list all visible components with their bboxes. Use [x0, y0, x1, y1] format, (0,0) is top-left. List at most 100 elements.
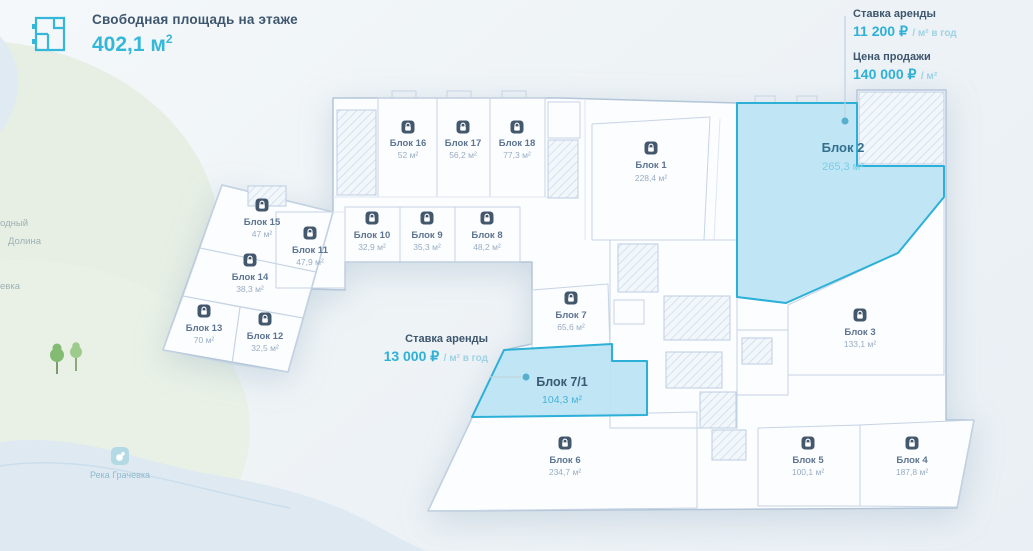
free-area-number: 402,1 м — [92, 33, 166, 56]
block-7-1-region[interactable] — [471, 343, 648, 418]
block-8-name: Блок 8 — [471, 230, 502, 241]
block-4-name: Блок 4 — [896, 455, 928, 466]
block-13-name: Блок 13 — [186, 323, 223, 334]
block-11-region[interactable] — [275, 211, 346, 289]
floorplan-icon — [32, 16, 66, 52]
block-12-area: 32,5 м² — [251, 343, 279, 353]
block-2-region[interactable] — [736, 102, 945, 304]
map-label: одный — [0, 218, 28, 229]
block-16-name: Блок 16 — [390, 138, 427, 149]
block-11-area: 47,9 м² — [296, 257, 324, 267]
lock-icon — [401, 120, 415, 134]
block-labels: Блок 16 52 м² Блок 17 56,2 м² Блок 18 77… — [186, 120, 928, 477]
rent-value: 13 000 ₽ — [383, 348, 440, 364]
rent-label: Ставка аренды — [405, 333, 488, 345]
elevator-shaft-icon — [663, 295, 731, 341]
available-blocks — [471, 102, 945, 418]
lock-icon — [258, 312, 272, 326]
river-icon — [111, 447, 129, 465]
leader-lines — [489, 16, 849, 381]
lock-icon — [255, 198, 269, 212]
block-4-region[interactable] — [859, 419, 975, 508]
block-12-region[interactable] — [231, 306, 304, 373]
rent-label: Ставка аренды — [853, 8, 936, 20]
free-area-value: 402,1 м2 — [92, 32, 298, 57]
sale-value-row: 140 000 ₽ / м² — [853, 66, 957, 84]
header: Свободная площадь на этаже 402,1 м2 — [28, 12, 298, 57]
block-18-area: 77,3 м² — [503, 150, 531, 160]
block-5-area: 100,1 м² — [792, 467, 824, 477]
elevator-shaft-icon — [741, 337, 773, 365]
rent-value-row: 11 200 ₽ / м² в год — [853, 23, 957, 41]
block-18-name: Блок 18 — [499, 138, 536, 149]
block-13-area: 70 м² — [194, 335, 215, 345]
lock-icon — [420, 211, 434, 225]
core-room — [613, 299, 645, 325]
block-2-area: 265,3 м² — [822, 161, 864, 173]
lock-icon — [243, 253, 257, 267]
block-7-1-name: Блок 7/1 — [536, 375, 588, 389]
lock-icon — [644, 141, 658, 155]
river-shape — [0, 36, 19, 132]
sale-unit: / м² — [920, 71, 938, 82]
block-2-name: Блок 2 — [822, 140, 865, 155]
lock-icon — [197, 304, 211, 318]
block-11-name: Блок 11 — [292, 245, 329, 256]
building-details — [247, 90, 945, 461]
block-1-area: 228,4 м² — [635, 173, 667, 183]
block-6-area: 234,7 м² — [549, 467, 581, 477]
block-7-1-callout: Ставка аренды 13 000 ₽ / м² в год — [340, 333, 488, 366]
block-7-1-area: 104,3 м² — [542, 394, 582, 406]
block-7-1-leader-dot — [522, 373, 530, 381]
balcony — [754, 95, 776, 104]
block-2-callout: Ставка аренды 11 200 ₽ / м² в год Цена п… — [853, 8, 957, 84]
river-line — [0, 461, 291, 509]
tree-icon — [50, 343, 64, 374]
balcony — [446, 90, 472, 99]
stairwell-icon — [858, 91, 945, 165]
sale-value: 140 000 ₽ — [853, 66, 917, 82]
balcony — [391, 90, 417, 99]
block-16-area: 52 м² — [398, 150, 419, 160]
block-1-name: Блок 1 — [635, 160, 667, 171]
core-room — [736, 329, 789, 396]
block-6-name: Блок 6 — [549, 455, 580, 466]
lock-icon — [853, 308, 867, 322]
lock-icon — [558, 436, 572, 450]
block-12-name: Блок 12 — [247, 331, 284, 342]
block-3-area: 133,1 м² — [844, 339, 876, 349]
stairs-icon — [336, 109, 377, 196]
block-10-name: Блок 10 — [354, 230, 391, 241]
block-17-area: 56,2 м² — [449, 150, 477, 160]
block-9-area: 35,3 м² — [413, 242, 441, 252]
river-label: Река Грачевка — [89, 470, 151, 480]
elevator-shaft-icon — [617, 243, 659, 293]
block-7-name: Блок 7 — [555, 310, 586, 321]
block-3-name: Блок 3 — [844, 327, 875, 338]
rent-unit: / м² в год — [443, 353, 488, 364]
stairs-icon — [547, 139, 579, 199]
block-8-area: 48,2 м² — [473, 242, 501, 252]
corridor-room — [547, 101, 581, 139]
block-17-name: Блок 17 — [445, 138, 482, 149]
block-14-area: 38,3 м² — [236, 284, 264, 294]
block-15-name: Блок 15 — [244, 217, 281, 228]
map-label: евка — [0, 281, 20, 292]
elevator-shaft-icon — [699, 391, 737, 429]
block-9-name: Блок 9 — [411, 230, 442, 241]
block-15-area: 47 м² — [252, 229, 273, 239]
lock-icon — [905, 436, 919, 450]
lock-icon — [480, 211, 494, 225]
block-2-leader-dot — [841, 117, 849, 125]
elevator-shaft-icon — [665, 351, 723, 389]
lock-icon — [510, 120, 524, 134]
balcony — [501, 90, 527, 99]
lock-icon — [365, 211, 379, 225]
lock-icon — [564, 291, 578, 305]
block-5-name: Блок 5 — [792, 455, 824, 466]
balcony — [796, 95, 818, 104]
map-label: Долина — [8, 236, 41, 247]
block-8-region[interactable] — [454, 206, 521, 263]
